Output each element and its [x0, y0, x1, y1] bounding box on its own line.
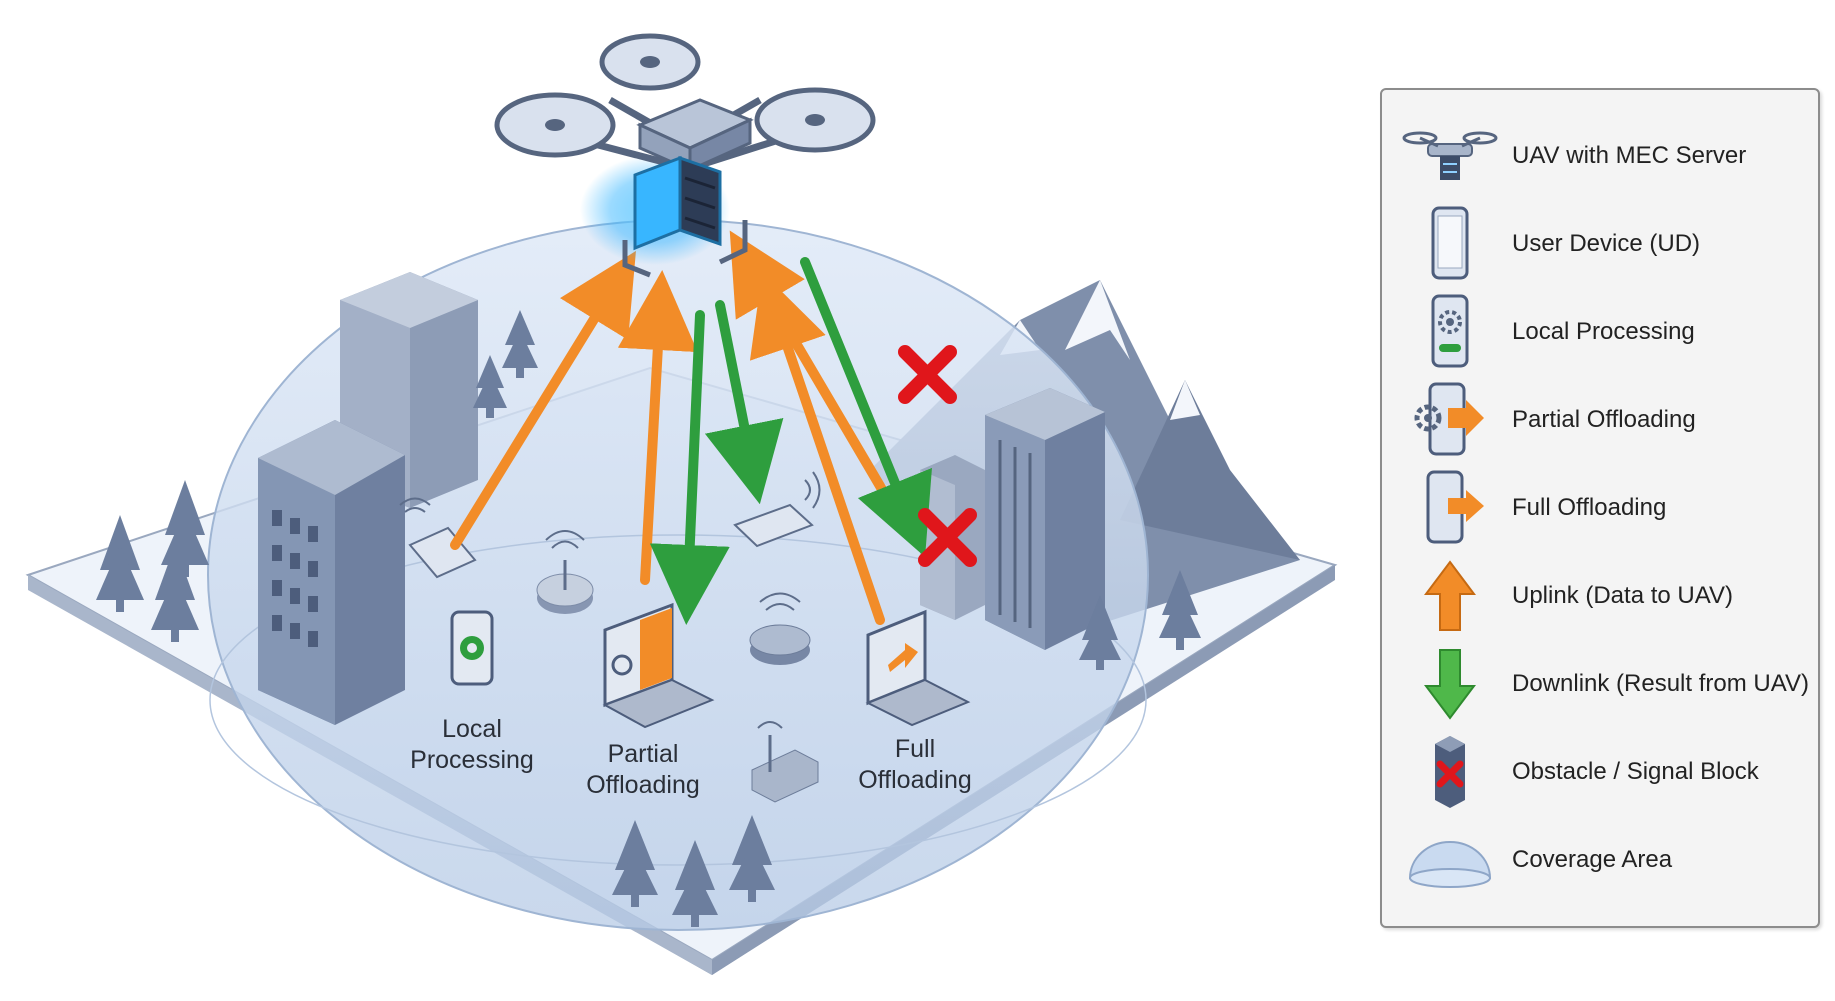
router-icon — [536, 530, 594, 614]
label-partial-line1: Partial — [608, 740, 679, 768]
smartphone-left — [399, 497, 477, 579]
trees — [96, 310, 1201, 927]
legend-item-downlink: Downlink (Result from UAV) — [1382, 644, 1822, 724]
legend-item-user-device: User Device (UD) — [1382, 204, 1822, 284]
uplink-arrow-icon — [1400, 556, 1500, 636]
local-processing-device — [450, 610, 494, 686]
label-partial-line2: Offloading — [586, 771, 700, 799]
legend-item-local-processing: Local Processing — [1382, 292, 1822, 372]
partial-offloading-laptop — [602, 602, 715, 729]
access-point-icon — [749, 592, 811, 665]
signal-block-lower — [918, 508, 977, 567]
label-local-line2: Processing — [410, 746, 534, 774]
legend-item-obstacle: Obstacle / Signal Block — [1382, 732, 1822, 812]
legend-item-coverage: Coverage Area — [1382, 820, 1822, 900]
legend-item-partial-offloading: Partial Offloading — [1382, 380, 1822, 460]
obstacle-icon — [1400, 732, 1500, 812]
legend-item-uav: UAV with MEC Server — [1382, 116, 1822, 196]
uav-server-icon — [1400, 116, 1500, 196]
wifi-router-icon — [751, 721, 819, 803]
partial-offloading-icon — [1400, 380, 1500, 460]
uplink-arrows — [450, 230, 905, 625]
full-offloading-icon — [1400, 468, 1500, 548]
smartphone-center — [733, 471, 821, 548]
label-full-line1: Full — [895, 735, 935, 763]
legend-label: Full Offloading — [1512, 494, 1667, 521]
legend-label: Partial Offloading — [1512, 406, 1696, 433]
signal-block-upper — [898, 345, 957, 404]
label-full-line2: Offloading — [858, 766, 972, 794]
dome-base-ring — [209, 534, 1147, 866]
legend-label: User Device (UD) — [1512, 230, 1701, 257]
legend-item-full-offloading: Full Offloading — [1382, 468, 1822, 548]
legend-label: Coverage Area — [1512, 846, 1673, 873]
tower-building-right — [985, 388, 1105, 650]
scene-illustration: Local Processing Partial Offloading Full… — [25, 33, 1338, 975]
uav-drone — [494, 33, 876, 278]
downlink-arrows — [649, 257, 932, 625]
smartphone-icon — [1400, 204, 1500, 284]
local-processing-icon — [1400, 292, 1500, 372]
legend-label: Downlink (Result from UAV) — [1512, 670, 1809, 697]
coverage-dome-icon — [1400, 820, 1500, 900]
downlink-arrow-icon — [1400, 644, 1500, 724]
legend-label: Local Processing — [1512, 318, 1695, 345]
office-building-front — [258, 420, 405, 725]
legend-item-uplink: Uplink (Data to UAV) — [1382, 556, 1822, 636]
full-offloading-laptop — [865, 609, 971, 727]
label-local-line1: Local — [442, 715, 502, 743]
legend-label: UAV with MEC Server — [1512, 142, 1747, 169]
legend-box: UAV with MEC Server User Device (UD) Loc… — [1380, 88, 1820, 928]
legend-label: Obstacle / Signal Block — [1512, 758, 1759, 785]
legend-label: Uplink (Data to UAV) — [1512, 582, 1733, 609]
